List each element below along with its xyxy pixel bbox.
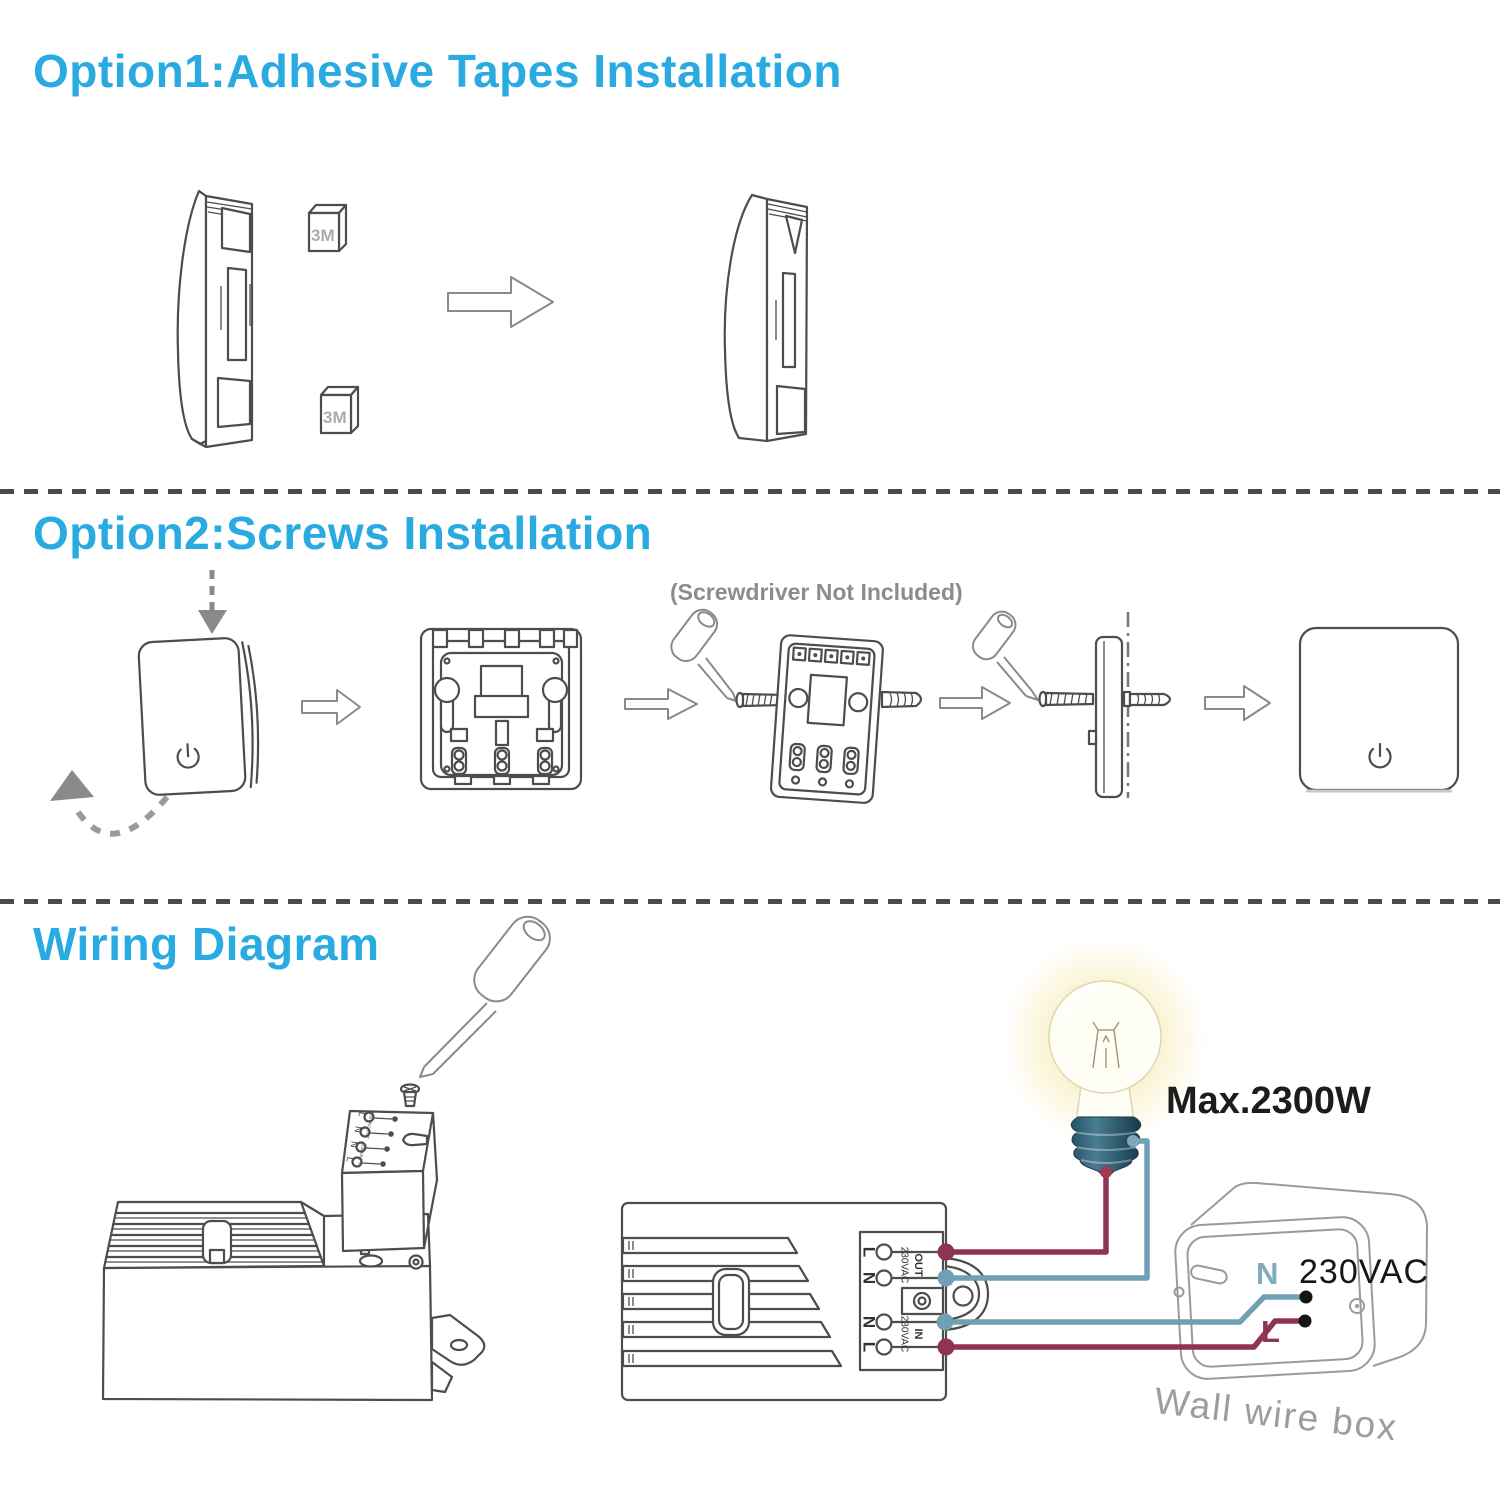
switch-side-view bbox=[176, 189, 254, 449]
live-in-wire bbox=[950, 1318, 1302, 1350]
adhesive-tape-3m-top: 3M bbox=[307, 203, 348, 253]
terminal-slots bbox=[450, 746, 554, 776]
section2-illustration bbox=[50, 570, 1460, 837]
tape-label: 3M bbox=[311, 226, 335, 245]
section2-title: Option2:Screws Installation bbox=[33, 507, 653, 559]
neutral-out-wire bbox=[951, 1138, 1150, 1281]
dashed-down-arrow-icon bbox=[198, 570, 227, 634]
iso-terminal-l-out: L bbox=[357, 1111, 368, 1118]
iso-out-group-label: 230VAC OUT bbox=[365, 1111, 375, 1139]
arrow-right-icon bbox=[301, 689, 361, 725]
screw-icon bbox=[399, 1083, 421, 1108]
screw-icon bbox=[1038, 690, 1095, 708]
section1-title: Option1:Adhesive Tapes Installation bbox=[33, 45, 843, 97]
neutral-in-wire bbox=[950, 1294, 1303, 1325]
dashed-curve-arrow-icon bbox=[50, 770, 170, 837]
relay-module-isometric: L N N L 230VAC OUT 230VAC IN bbox=[101, 1083, 486, 1402]
in-direction-label: IN bbox=[912, 1329, 924, 1340]
max-load-label: Max.2300W bbox=[1166, 1080, 1371, 1122]
screwdriver-icon bbox=[419, 915, 551, 1078]
adhesive-tape-3m-bottom: 3M bbox=[319, 385, 360, 435]
wiring-diagram-illustration: L N N L 230VAC OUT 230VAC IN bbox=[101, 915, 1429, 1402]
arrow-right-icon bbox=[1204, 685, 1271, 721]
screwdriver-icon bbox=[971, 610, 1039, 701]
wall-anchor-icon bbox=[880, 690, 923, 709]
supply-voltage-label: 230VAC bbox=[1299, 1253, 1430, 1291]
terminal-slots bbox=[788, 742, 860, 776]
mounting-plate-screwed bbox=[769, 634, 884, 804]
neutral-wire-label: N bbox=[1256, 1256, 1279, 1291]
arrow-right-icon bbox=[624, 688, 698, 720]
switch-side-view-assembled bbox=[723, 193, 809, 443]
filament bbox=[1092, 1021, 1120, 1069]
power-icon bbox=[1368, 742, 1392, 769]
iso-terminal-n-in: N bbox=[348, 1140, 359, 1148]
mounting-plate-front bbox=[419, 627, 583, 791]
terminal-module: L N N L 230VAC OUT 230VAC IN bbox=[340, 1109, 439, 1253]
relay-module-front: L N N L 230VAC OUT 230VAC IN bbox=[620, 1201, 990, 1402]
terminal-block: L N N L 230VAC OUT 230VAC IN bbox=[858, 1230, 945, 1372]
live-out-wire bbox=[951, 1172, 1109, 1255]
section3-title: Wiring Diagram bbox=[33, 918, 380, 970]
power-icon bbox=[176, 743, 200, 769]
terminal-l-in: L bbox=[860, 1342, 879, 1352]
plate-side-view bbox=[1087, 635, 1124, 799]
iso-terminal-l-in: L bbox=[345, 1156, 356, 1163]
iso-terminal-n-out: N bbox=[352, 1125, 363, 1133]
terminal-n-in: N bbox=[860, 1316, 879, 1328]
arrow-right-icon bbox=[447, 276, 554, 328]
screw-icon bbox=[735, 691, 788, 709]
light-bulb bbox=[1002, 937, 1208, 1179]
section-divider bbox=[0, 899, 1500, 904]
wall-anchor-icon bbox=[1122, 690, 1172, 708]
wiring bbox=[936, 1135, 1313, 1356]
terminal-l-out: L bbox=[860, 1247, 879, 1257]
installed-switch-front bbox=[1298, 626, 1460, 793]
live-wire-label: L bbox=[1261, 1314, 1280, 1349]
out-voltage-label: 230VAC bbox=[898, 1247, 909, 1284]
screwdriver-note: (Screwdriver Not Included) bbox=[670, 579, 963, 605]
iso-in-group-label: 230VAC IN bbox=[357, 1144, 366, 1167]
terminal-n-out: N bbox=[860, 1272, 879, 1284]
section1-illustration: 3M 3M bbox=[176, 189, 809, 449]
arrow-right-icon bbox=[939, 686, 1011, 720]
switch-front-panel bbox=[137, 637, 260, 796]
screwdriver-icon bbox=[670, 608, 737, 702]
out-direction-label: OUT bbox=[912, 1253, 924, 1277]
section-divider bbox=[0, 489, 1500, 494]
in-voltage-label: 230VAC bbox=[898, 1316, 909, 1353]
tape-label: 3M bbox=[323, 408, 347, 427]
